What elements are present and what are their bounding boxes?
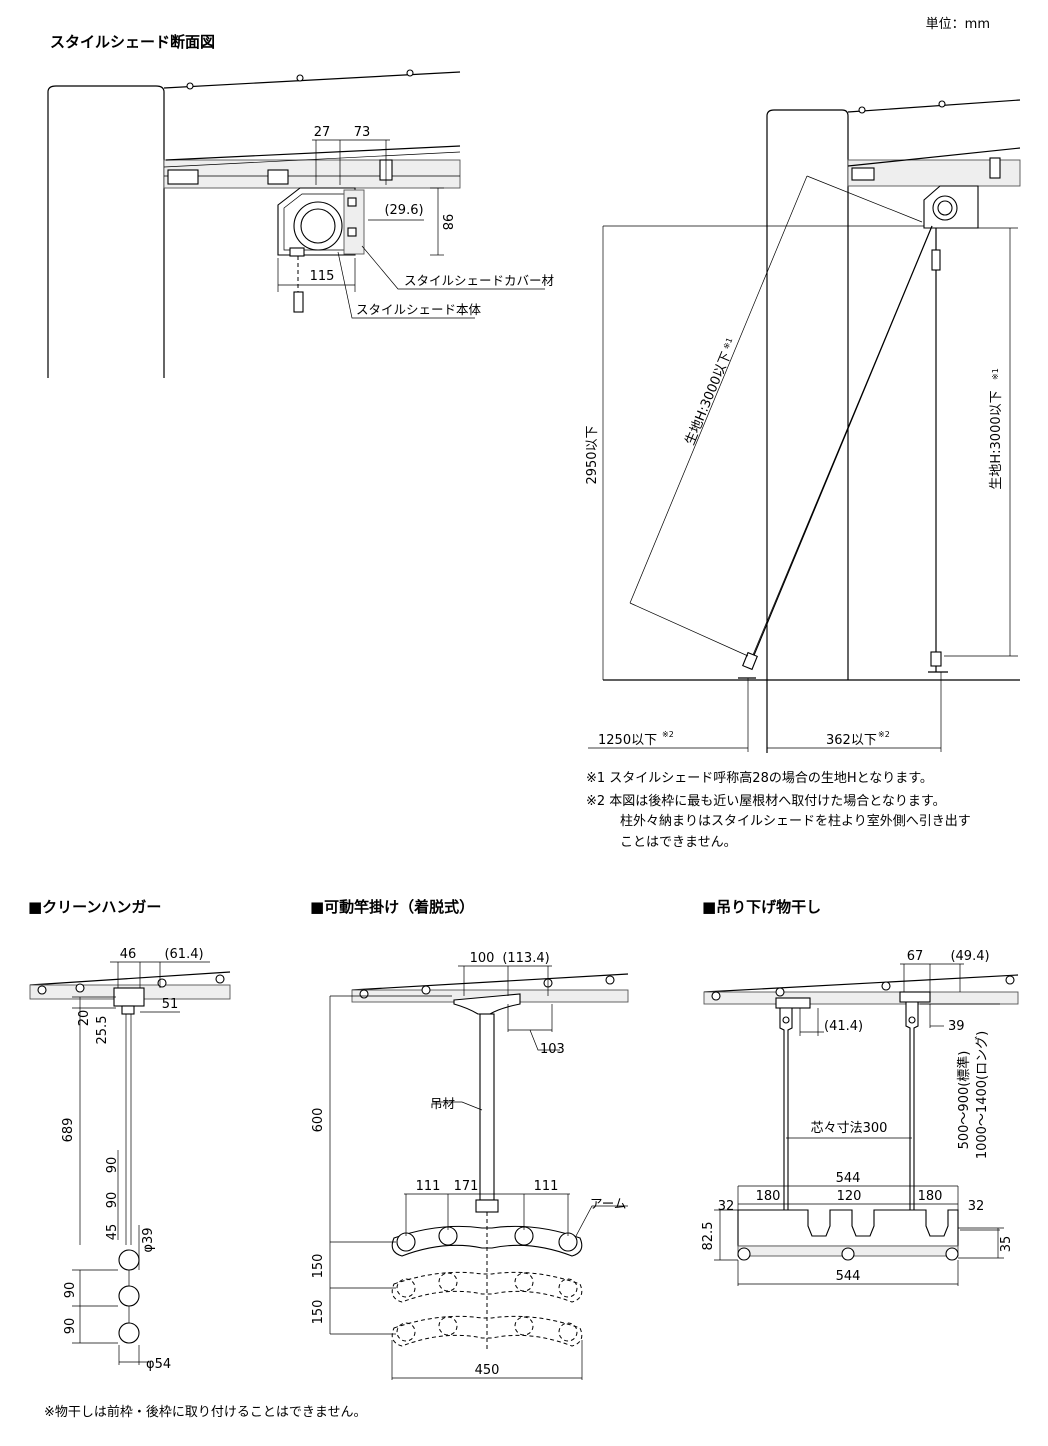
dim-90b: 90 — [105, 1192, 120, 1209]
dim-450: 450 — [475, 1363, 500, 1378]
dim-113-4: (113.4) — [502, 951, 549, 966]
clean-hanger-title: ■クリーンハンガー — [28, 898, 161, 916]
note-line-2: ※2 本図は後枠に最も近い屋根材へ取付けた場合となります。 — [586, 794, 946, 809]
dim-171: 171 — [454, 1179, 479, 1194]
hanging-dryer-drawing: ■吊り下げ物干し 67 (49.4) (41.4) 39 500～900(標準) — [701, 898, 1019, 1286]
dim-82-5: 82.5 — [701, 1222, 716, 1251]
pole-hanger-drawing: ■可動竿掛け（着脱式） 100 (113.4) 103 吊材 — [310, 898, 629, 1380]
dim-2950: 2950以下 — [585, 425, 600, 484]
dim-150a: 150 — [311, 1254, 326, 1279]
dim-range-long: 1000～1400(ロング) — [975, 1031, 990, 1159]
dim-35: 35 — [999, 1236, 1014, 1253]
roof-frame — [163, 159, 461, 189]
clean-hanger-drawing: ■クリーンハンガー 46 (61.4) 51 20 25.5 689 90 — [28, 898, 231, 1372]
label-shade-cover: スタイルシェードカバー材 — [404, 273, 554, 288]
dim-90c: 90 — [63, 1282, 78, 1299]
dim-600: 600 — [311, 1108, 326, 1133]
dim-25-5: 25.5 — [95, 1016, 110, 1045]
dim-98: 98 — [439, 214, 454, 231]
dim-1250: 1250以下 — [598, 733, 657, 748]
dim-100: 100 — [470, 951, 495, 966]
dim-51: 51 — [162, 997, 179, 1012]
unit-label: 単位：mm — [926, 16, 990, 32]
dim-180a: 180 — [756, 1189, 781, 1204]
note-line-1: ※1 スタイルシェード呼称高28の場合の生地Hとなります。 — [586, 770, 933, 786]
dim-range-standard: 500～900(標準) — [956, 1051, 972, 1150]
dim-49-4: (49.4) — [950, 949, 989, 964]
label-shade-body: スタイルシェード本体 — [356, 302, 482, 317]
dim-111a: 111 — [416, 1179, 441, 1194]
dim-phi39: φ39 — [141, 1227, 156, 1252]
dim-180b: 180 — [918, 1189, 943, 1204]
note-mark-1a: ※1 — [722, 336, 735, 350]
dim-20: 20 — [77, 1010, 92, 1027]
pole-hanger-title: ■可動竿掛け（着脱式） — [310, 898, 474, 916]
dim-61-4: (61.4) — [164, 947, 203, 962]
dim-544-bottom: 544 — [836, 1269, 861, 1284]
dim-90a: 90 — [105, 1157, 120, 1174]
dim-29-6: (29.6) — [384, 203, 423, 218]
dim-150b: 150 — [311, 1300, 326, 1325]
note-mark-1b: ※1 — [991, 368, 1000, 380]
dim-27: 27 — [314, 125, 331, 140]
dim-689: 689 — [61, 1118, 76, 1143]
dim-39-dryer: 39 — [948, 1019, 965, 1034]
footer-note: ※物干しは前枠・後枠に取り付けることはできません。 — [44, 1404, 367, 1420]
label-hanging-rod: 吊材 — [430, 1096, 455, 1111]
note-mark-2a: ※2 — [662, 730, 674, 739]
dim-115: 115 — [310, 269, 335, 284]
note-line-4: ことはできません。 — [620, 835, 737, 850]
dim-45: 45 — [105, 1224, 120, 1241]
notes-block: ※1 スタイルシェード呼称高28の場合の生地Hとなります。 ※2 本図は後枠に最… — [586, 770, 971, 850]
dim-fabric-vertical: 生地H:3000以下 — [989, 390, 1004, 489]
side-view-drawing: 2950以下 生地H:3000以下 ※1 生地H:3000以下 ※1 1250以… — [585, 99, 1021, 753]
dim-544-top: 544 — [836, 1171, 861, 1186]
dim-41-4: (41.4) — [824, 1019, 863, 1034]
dim-362: 362以下 — [826, 733, 877, 748]
dim-67: 67 — [907, 949, 924, 964]
label-arm: アーム — [590, 1196, 626, 1211]
note-mark-2b: ※2 — [878, 730, 890, 739]
dim-103: 103 — [540, 1042, 565, 1057]
hanging-dryer-title: ■吊り下げ物干し — [702, 898, 821, 916]
section-title: スタイルシェード断面図 — [50, 33, 215, 51]
dim-32b: 32 — [968, 1199, 985, 1214]
dim-phi54: φ54 — [146, 1357, 171, 1372]
dim-120: 120 — [837, 1189, 862, 1204]
dim-111b: 111 — [534, 1179, 559, 1194]
note-line-3: 柱外々納まりはスタイルシェードを柱より室外側へ引き出す — [620, 813, 971, 829]
dim-73: 73 — [354, 125, 371, 140]
dim-46: 46 — [120, 947, 137, 962]
section-drawing: スタイルシェード断面図 27 73 (29.6) — [47, 33, 554, 378]
dim-90d: 90 — [63, 1318, 78, 1335]
label-center-distance: 芯々寸法300 — [811, 1121, 888, 1136]
dim-fabric-slope: 生地H:3000以下 — [683, 350, 735, 447]
